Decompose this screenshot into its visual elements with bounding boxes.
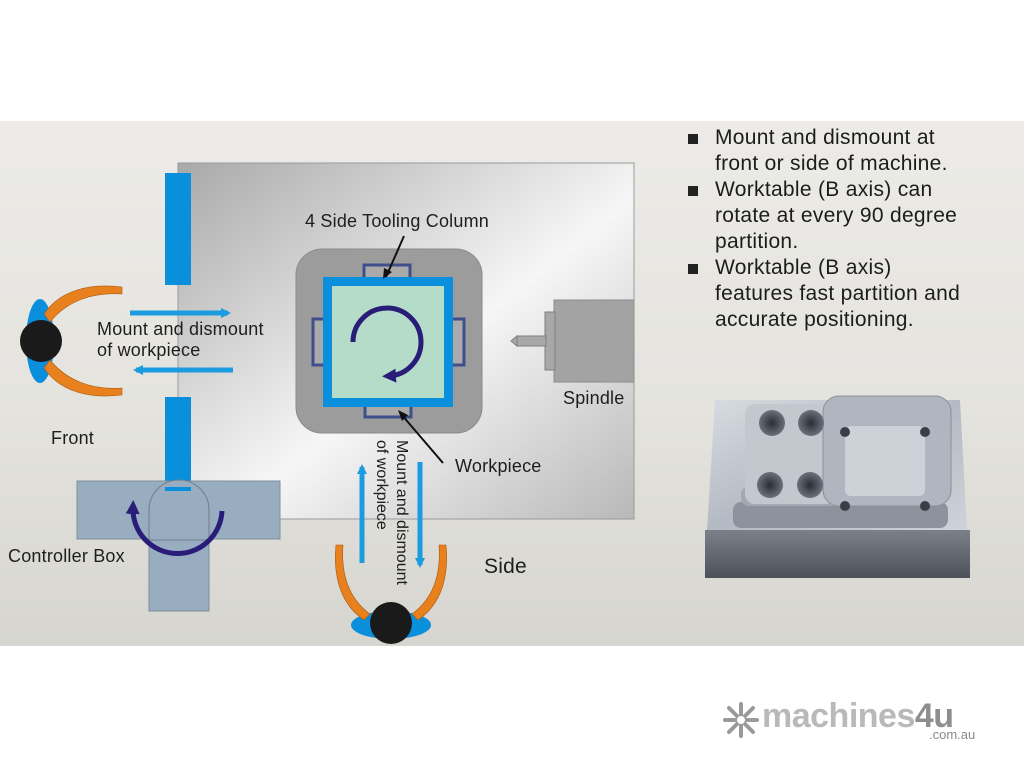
- front-door-lower: [165, 397, 191, 487]
- bullet-square-icon: [688, 264, 698, 274]
- feature-line: rotate at every 90 degree: [715, 204, 958, 227]
- logo-brand-main: machines: [762, 697, 915, 735]
- side-operator: [335, 544, 447, 644]
- part-hole: [798, 410, 824, 436]
- spindle-body: [553, 299, 635, 383]
- logo-brand: machines4u: [762, 697, 954, 736]
- part-hole: [797, 472, 823, 498]
- front-door-upper: [165, 173, 191, 285]
- spindle-tool-tip: [510, 334, 518, 348]
- spindle-tool: [516, 335, 547, 347]
- feature-item: Worktable (B axis) features fast partiti…: [688, 255, 1018, 333]
- spindle-label: Spindle: [563, 388, 625, 408]
- tooling-leader-arrowhead: [383, 268, 392, 279]
- machined-part-image: [705, 395, 970, 578]
- feature-line: Mount and dismount at: [715, 126, 935, 149]
- side-mount-line1: Mount and dismount: [393, 440, 410, 585]
- workpiece-leader: [400, 413, 444, 464]
- front-label: Front: [51, 428, 95, 448]
- tooling-column-leader: [385, 235, 405, 278]
- part-small-hole: [840, 427, 850, 437]
- bullet-square-icon: [688, 186, 698, 196]
- side-mount-label: Mount and dismount of workpiece: [370, 440, 414, 585]
- feature-item: Worktable (B axis) can rotate at every 9…: [688, 177, 1018, 255]
- feature-line: Worktable (B axis): [715, 256, 892, 279]
- bullet-square-icon: [688, 134, 698, 144]
- front-operator: [20, 285, 123, 397]
- feature-line: Worktable (B axis) can: [715, 178, 933, 201]
- b-axis-rotation-arrow: [350, 305, 424, 383]
- feature-line: features fast partition and: [715, 282, 961, 305]
- controller-swivel-arrow: [125, 500, 225, 556]
- machines4u-logo[interactable]: machines4u .com.au: [722, 697, 992, 747]
- workpiece-label: Workpiece: [455, 456, 542, 476]
- side-mount-line2: of workpiece: [373, 440, 390, 530]
- snowflake-arrows-icon: [723, 702, 759, 738]
- part-small-hole: [920, 427, 930, 437]
- feature-list: Mount and dismount at front or side of m…: [688, 125, 1018, 333]
- pallet-surface: [332, 286, 444, 398]
- feature-item: Mount and dismount at front or side of m…: [688, 125, 1018, 177]
- controller-box-label: Controller Box: [8, 546, 125, 566]
- feature-line: front or side of machine.: [715, 152, 948, 175]
- controller-arm: [148, 479, 210, 541]
- part-hole: [759, 410, 785, 436]
- part-hole: [757, 472, 783, 498]
- part-base-side: [705, 530, 970, 578]
- logo-brand-four: 4u: [914, 697, 954, 735]
- feature-line: partition.: [715, 230, 799, 253]
- front-mount-label: Mount and dismount of workpiece: [97, 319, 264, 361]
- logo-domain: .com.au: [929, 727, 976, 742]
- tooling-column-label: 4 Side Tooling Column: [305, 211, 489, 231]
- controller-pillar: [165, 487, 191, 491]
- side-label: Side: [484, 555, 527, 578]
- part-small-hole: [920, 501, 930, 511]
- part-small-hole: [840, 501, 850, 511]
- part-step-1: [733, 502, 948, 528]
- front-mount-line2: of workpiece: [97, 340, 201, 360]
- workpiece-leader-arrowhead: [398, 410, 408, 421]
- part-pocket-inner: [845, 426, 925, 496]
- feature-line: accurate positioning.: [715, 308, 914, 331]
- front-mount-line1: Mount and dismount: [97, 319, 264, 339]
